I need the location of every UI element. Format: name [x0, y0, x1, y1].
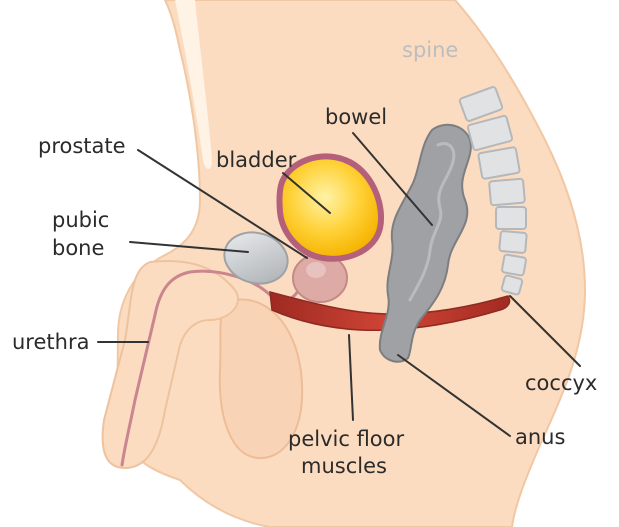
label-urethra: urethra [12, 330, 89, 354]
label-bladder: bladder [216, 148, 297, 172]
label-pubic-bone-line1: pubic [52, 208, 109, 232]
prostate-inner [306, 262, 326, 278]
label-prostate: prostate [38, 134, 126, 158]
label-pelvic-floor-line2: muscles [301, 454, 387, 478]
label-coccyx: coccyx [525, 371, 597, 395]
label-spine: spine [402, 38, 458, 62]
label-pubic-bone-line2: bone [52, 236, 104, 260]
label-bowel: bowel [325, 105, 387, 129]
label-anus: anus [515, 425, 565, 449]
label-pelvic-floor-line1: pelvic floor [288, 427, 404, 451]
